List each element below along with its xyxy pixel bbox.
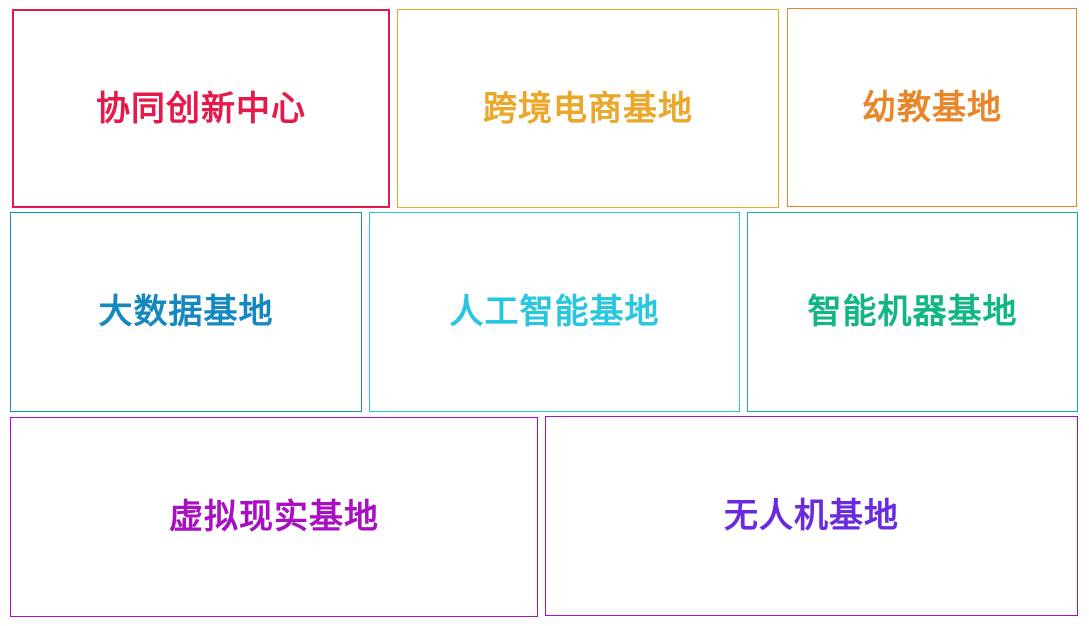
tile-cross-border-ecommerce-base[interactable]: 跨境电商基地 — [397, 9, 779, 208]
tile-intelligent-machines-base[interactable]: 智能机器基地 — [747, 212, 1078, 412]
tile-label: 人工智能基地 — [449, 292, 660, 332]
tile-label: 大数据基地 — [98, 292, 274, 332]
tile-label: 虚拟现实基地 — [169, 497, 379, 537]
tile-label: 跨境电商基地 — [483, 88, 693, 129]
tile-label: 无人机基地 — [724, 496, 899, 536]
tile-label: 智能机器基地 — [807, 292, 1018, 332]
tile-big-data-base[interactable]: 大数据基地 — [10, 212, 362, 412]
tile-collaborative-innovation-center[interactable]: 协同创新中心 — [12, 9, 390, 208]
tile-drone-base[interactable]: 无人机基地 — [545, 416, 1078, 616]
tile-label: 协同创新中心 — [96, 88, 306, 129]
tile-artificial-intelligence-base[interactable]: 人工智能基地 — [369, 212, 740, 412]
tile-virtual-reality-base[interactable]: 虚拟现实基地 — [10, 417, 538, 617]
tile-preschool-education-base[interactable]: 幼教基地 — [787, 8, 1077, 207]
tile-label: 幼教基地 — [862, 87, 1002, 128]
